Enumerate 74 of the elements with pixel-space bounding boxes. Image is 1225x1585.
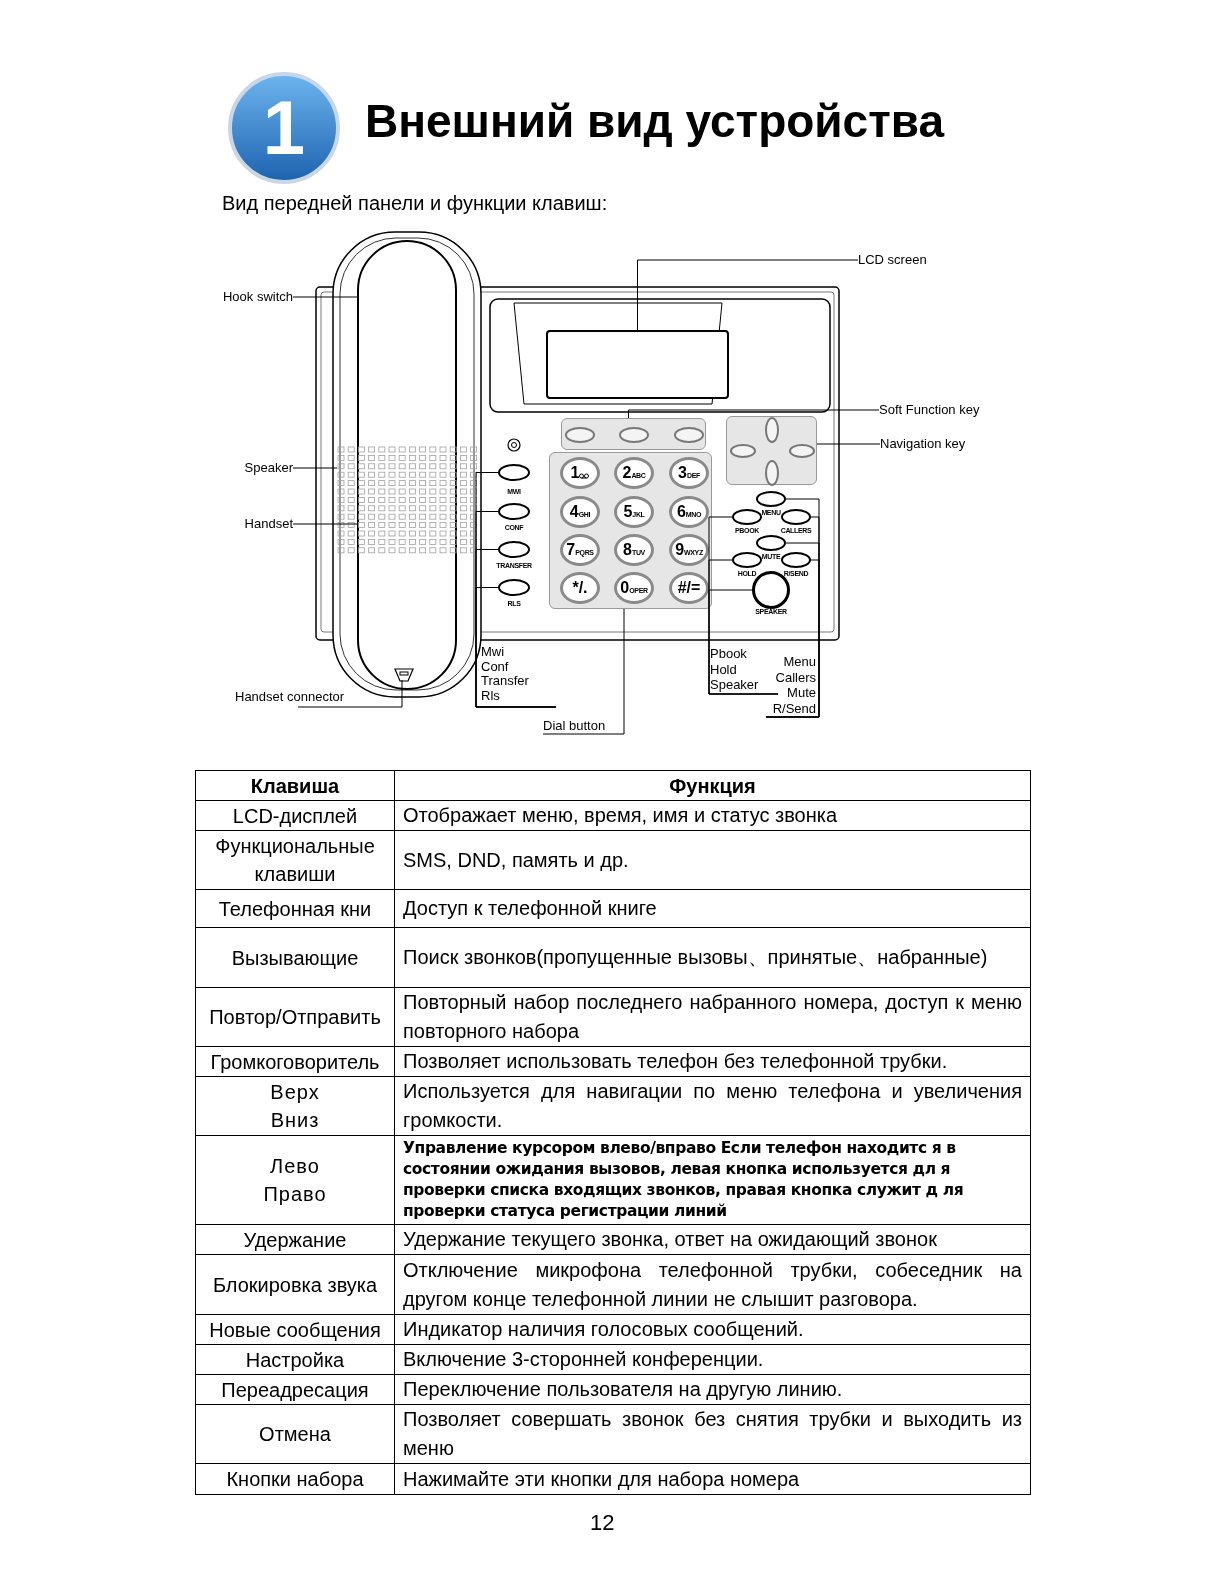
key-name: Право bbox=[263, 1182, 327, 1207]
callout-label: R/Send bbox=[771, 701, 816, 717]
key-name: Повтор/Отправить bbox=[209, 1005, 381, 1030]
key-name: Блокировка звука bbox=[212, 1272, 378, 1298]
key-name: Лево bbox=[270, 1154, 320, 1179]
leader-line bbox=[708, 589, 779, 695]
function-description: Отключение микрофона телефонной трубки, собеседник на другом конце телефонной линии не слышит разговора. bbox=[403, 1257, 1022, 1312]
function-description: Доступ к телефонной книге bbox=[403, 896, 658, 921]
column-header: Функция bbox=[669, 773, 756, 799]
callout-label: Navigation key bbox=[880, 435, 980, 453]
keypad-panel bbox=[549, 452, 712, 609]
handset-connector bbox=[394, 668, 414, 682]
callout-label: Callers bbox=[774, 669, 816, 686]
callout-label: Speaker bbox=[710, 677, 760, 693]
callout-label: Transfer bbox=[481, 674, 530, 689]
leader-line bbox=[297, 679, 403, 708]
function-description: Позволяет совершать звонок без снятия трубки и выходить из меню bbox=[403, 1407, 1022, 1461]
callout-label: Mute bbox=[786, 685, 816, 702]
subtitle: Вид передней панели и функции клавиш: bbox=[222, 191, 608, 216]
function-description: Переключение пользователя на другую линию. bbox=[403, 1377, 844, 1402]
callout-label: Speaker bbox=[231, 459, 293, 477]
key-name: Вызывающие bbox=[231, 945, 359, 971]
callout-label: Pbook bbox=[710, 646, 748, 662]
callout-label: Menu bbox=[782, 654, 816, 670]
function-description: Поиск звонков(пропущенные вызовы、принятые、набранные) bbox=[403, 945, 989, 970]
function-description: Отображает меню, время, имя и статус звонка bbox=[403, 803, 838, 828]
page-number: 12 bbox=[590, 1512, 615, 1534]
keypad-key: #/= bbox=[669, 572, 709, 604]
function-description: Повторный набор последнего набранного номера, доступ к меню повторного набора bbox=[403, 990, 1022, 1044]
soft-key-panel bbox=[561, 418, 706, 450]
key-name: Громкоговоритель bbox=[210, 1049, 380, 1075]
key-name: Удержание bbox=[243, 1227, 347, 1253]
keypad-key: 1 bbox=[560, 457, 600, 489]
function-description: Удержание текущего звонка, ответ на ожидающий звонок bbox=[403, 1227, 938, 1252]
keypad-key: */. bbox=[560, 572, 600, 604]
callout-label: Soft Function key bbox=[879, 401, 995, 419]
callout-label: Hold bbox=[710, 661, 738, 677]
function-description: Управление курсором влево/вправо Если телефон находитс я в состоянии ожидания вызовов, левая кнопка используется дл я проверки списка входящих звонков, правая кнопка служит д ля проверки статуса регистрации линий bbox=[403, 1138, 965, 1222]
key-name: Функциональные клавиши bbox=[214, 834, 376, 887]
key-name: Телефонная кни bbox=[218, 896, 372, 922]
callout-label: Mwi bbox=[481, 645, 506, 660]
step-number-badge: 1 bbox=[228, 72, 340, 184]
callout-label: Handset bbox=[231, 515, 293, 533]
callout-label: Hook switch bbox=[211, 288, 293, 306]
leader-line bbox=[816, 443, 881, 445]
callout-label: LCD screen bbox=[858, 251, 938, 269]
key-name: Настройка bbox=[245, 1347, 345, 1373]
key-name: Вниз bbox=[270, 1108, 320, 1133]
leader-line bbox=[292, 467, 338, 469]
function-description: Используется для навигации по меню телефона и увеличения громкости. bbox=[403, 1079, 1022, 1133]
callout-label: Dial button bbox=[543, 717, 624, 735]
leader-line bbox=[628, 409, 880, 419]
callout-label: Handset connector bbox=[235, 688, 401, 706]
leader-line bbox=[637, 259, 859, 331]
lcd-screen bbox=[546, 330, 729, 399]
key-name: Верх bbox=[270, 1080, 320, 1105]
leader-line bbox=[542, 608, 625, 735]
navigation-pad bbox=[726, 416, 817, 485]
key-name: Новые сообщения bbox=[209, 1317, 381, 1343]
column-header: Клавиша bbox=[250, 773, 340, 799]
function-description: Индикатор наличия голосовых сообщений. bbox=[403, 1317, 805, 1342]
function-description: Позволяет использовать телефон без телефонной трубки. bbox=[403, 1049, 949, 1074]
callout-label: Rls bbox=[481, 688, 501, 703]
callout-label: Conf bbox=[481, 659, 510, 674]
key-name: Отмена bbox=[259, 1422, 331, 1447]
function-description: SMS, DND, память и др. bbox=[403, 847, 630, 873]
function-description: Нажимайте эти кнопки для набора номера bbox=[403, 1466, 801, 1492]
key-name: LCD-дисплей bbox=[232, 803, 358, 829]
key-name: Переадресация bbox=[221, 1377, 369, 1403]
key-name: Кнопки набора bbox=[226, 1467, 364, 1492]
leader-line bbox=[292, 523, 358, 525]
leader-line bbox=[292, 296, 358, 298]
leader-line bbox=[475, 587, 557, 708]
function-description: Включение 3-сторонней конференции. bbox=[403, 1347, 765, 1372]
